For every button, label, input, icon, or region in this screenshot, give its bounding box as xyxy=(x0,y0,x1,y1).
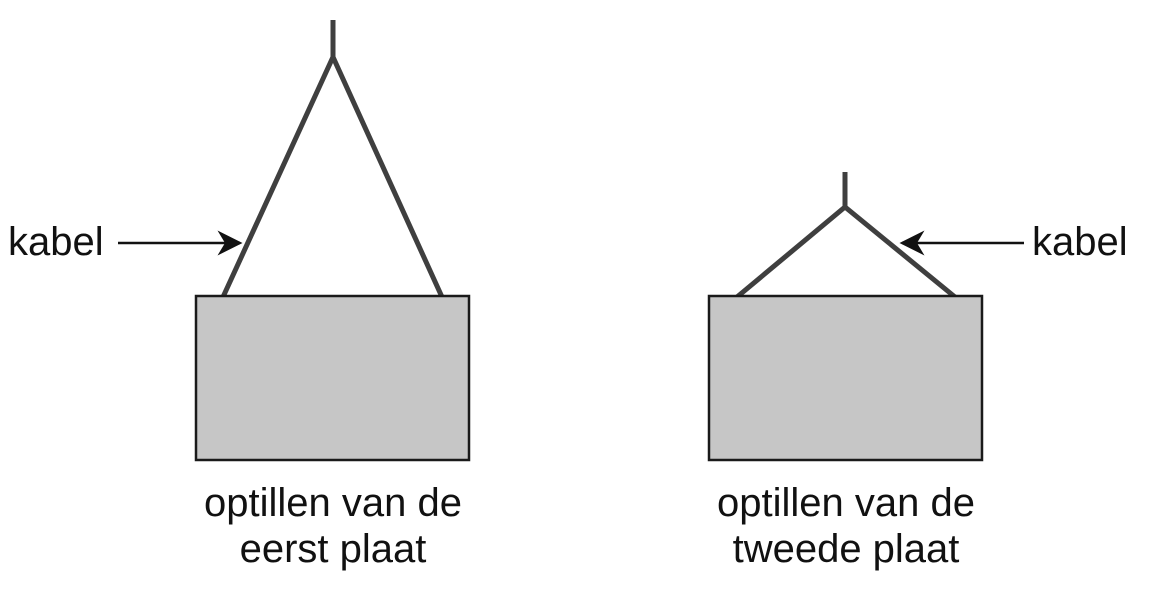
panel-second-plate xyxy=(707,172,1024,462)
plate xyxy=(194,294,471,462)
cable-label-left: kabel xyxy=(8,220,104,264)
caption-line-2: eerst plaat xyxy=(239,527,427,571)
caption-line-1: optillen van de xyxy=(204,481,462,525)
cable xyxy=(735,203,957,299)
caption-first-plate: optillen van de eerst plaat xyxy=(133,480,533,572)
caption-second-plate: optillen van de tweede plaat xyxy=(646,480,1046,572)
cable xyxy=(220,50,445,299)
panel-first-plate xyxy=(118,20,471,462)
caption-line-1: optillen van de xyxy=(717,481,975,525)
caption-line-2: tweede plaat xyxy=(732,527,960,571)
plate xyxy=(707,294,984,462)
cable-label-right: kabel xyxy=(1032,220,1128,264)
